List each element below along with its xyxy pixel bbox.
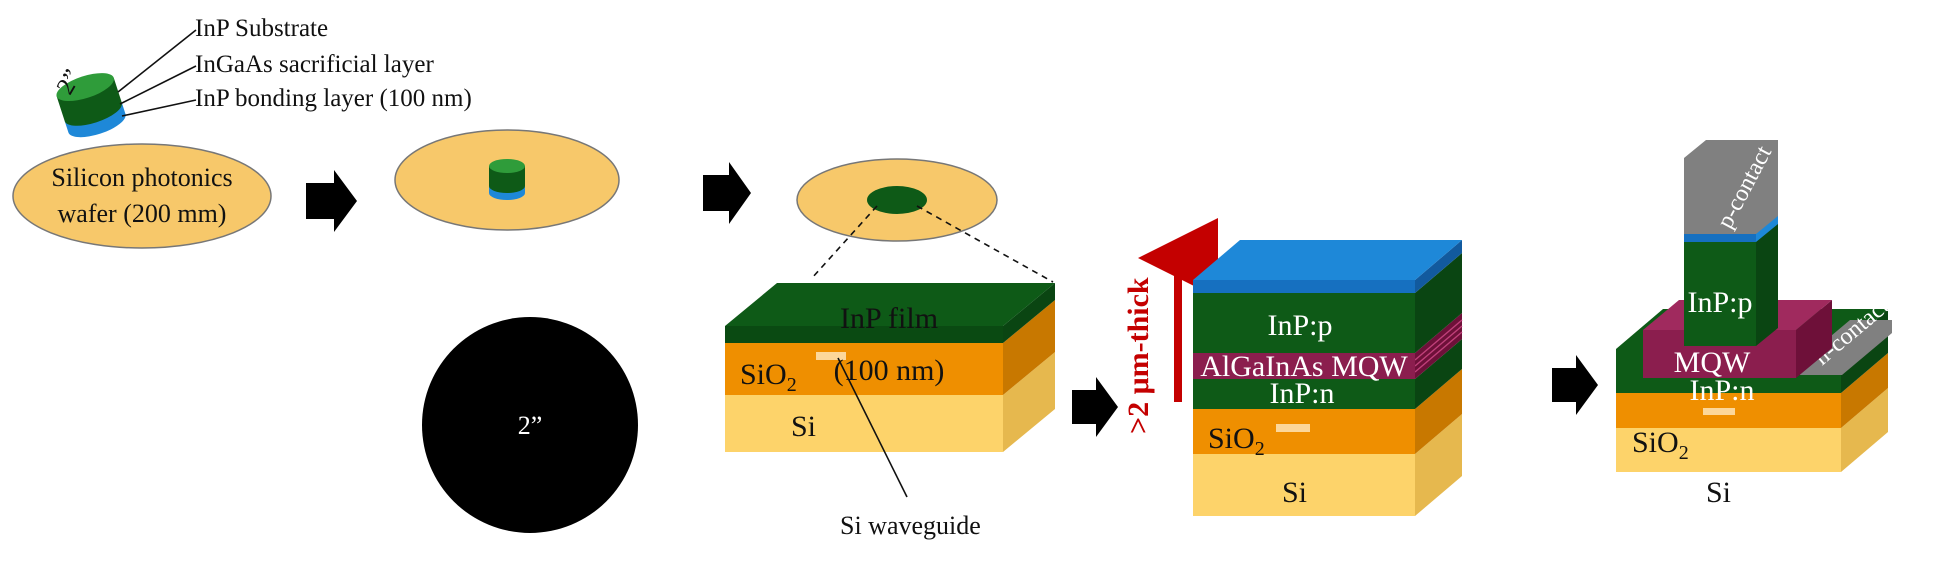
step2-group: 2”: [394, 129, 638, 533]
substrate-label: InP Substrate: [195, 15, 328, 42]
bonded-die: [489, 159, 525, 200]
process-arrow-2: [703, 162, 751, 224]
s4-sio2-right: [1415, 369, 1462, 454]
s5-si-label: Si: [1706, 476, 1731, 509]
s4-inpn-right: [1415, 339, 1462, 409]
s5-mqw-right: [1796, 300, 1832, 378]
step3-si-label: Si: [791, 410, 816, 443]
s4-si-right: [1415, 414, 1462, 516]
s4-top-face: [1193, 240, 1462, 280]
leader-substrate: [117, 29, 197, 93]
leader-bonding: [121, 99, 197, 117]
si-layer: [725, 395, 1003, 452]
n-contact-strip: [1800, 320, 1892, 375]
wafer-photo: [422, 317, 638, 533]
waveguide-label: Si waveguide: [840, 511, 981, 540]
process-arrow-1: [306, 170, 357, 232]
s5-mqw-label: MQW: [1674, 346, 1751, 379]
step1-group: 2” InP Substrate InGaAs sacrificial laye…: [12, 15, 472, 249]
s5-ridge-front: [1684, 242, 1756, 346]
s4-sio2-label: SiO2: [1208, 422, 1265, 460]
wafer-label-line1: Silicon photonics: [51, 163, 232, 192]
film-spot: [867, 186, 927, 214]
s4-mqw-stripes: [1414, 319, 1463, 373]
sio2-right-face: [1003, 300, 1055, 395]
step3-group: InP film (100 nm) SiO2 Si Si waveguide: [725, 158, 1055, 540]
s5-waveguide: [1703, 408, 1735, 415]
film-label-line1: InP film: [840, 302, 938, 335]
leader-sacrificial: [119, 65, 197, 105]
silicon-wafer: [12, 143, 272, 249]
film-right-face: [1003, 283, 1055, 343]
s4-ingaas-label: InGaAs:p: [1266, 182, 1383, 215]
s5-si-right: [1841, 388, 1888, 472]
wafer-label-line2: wafer (200 mm): [58, 199, 227, 228]
s4-waveguide: [1276, 424, 1310, 432]
s4-inpp-right: [1415, 253, 1462, 353]
s4-inpn-label: InP:n: [1269, 377, 1334, 410]
s5-sio2-right: [1841, 353, 1888, 428]
bonding-label: InP bonding layer (100 nm): [195, 85, 472, 112]
si-right-face: [1003, 352, 1055, 452]
inp-film-front: [725, 326, 1003, 343]
s5-ingaas-front: [1684, 234, 1756, 242]
s4-inpp-layer: [1193, 293, 1415, 353]
si-waveguide: [816, 352, 846, 360]
s4-inpp-label: InP:p: [1267, 309, 1332, 342]
step5-group: n-contact MQW p-contact InP:p InP:n SiO2…: [1616, 140, 1895, 509]
step4-group: >2 μm-thick InGaAs:p InP:p AlGaInAs MQW …: [1122, 182, 1463, 516]
waveguide-leader: [837, 357, 908, 498]
s4-ingaas-front: [1193, 280, 1415, 293]
s4-si-label: Si: [1282, 476, 1307, 509]
thickness-label: >2 μm-thick: [1122, 277, 1155, 434]
s5-inpn-label: InP:n: [1689, 374, 1754, 407]
film-label-line2: (100 nm): [834, 354, 945, 387]
film-top-face: [725, 283, 1055, 326]
s5-sio2-label: SiO2: [1632, 426, 1689, 464]
s4-ingaas-right: [1415, 240, 1462, 293]
p-contact-pad: [1684, 140, 1778, 234]
process-arrow-4: [1552, 355, 1598, 415]
s4-si-layer: [1193, 454, 1415, 516]
sio2-layer: [725, 343, 1003, 395]
photo-size-label: 2”: [518, 411, 543, 440]
s5-si-layer: [1616, 428, 1841, 472]
s4-mqw-label: AlGaInAs MQW: [1200, 350, 1408, 383]
step3-sio2-label: SiO2: [740, 358, 797, 396]
s4-mqw-layer: [1193, 353, 1415, 379]
zoom-line-left: [811, 205, 878, 279]
process-arrow-3: [1072, 377, 1118, 437]
s4-inpn-layer: [1193, 379, 1415, 409]
s5-inpp-label: InP:p: [1687, 286, 1752, 319]
inp-substrate-stack: [56, 73, 126, 138]
zoom-line-right: [916, 205, 1054, 283]
sacrificial-label: InGaAs sacrificial layer: [195, 51, 434, 78]
